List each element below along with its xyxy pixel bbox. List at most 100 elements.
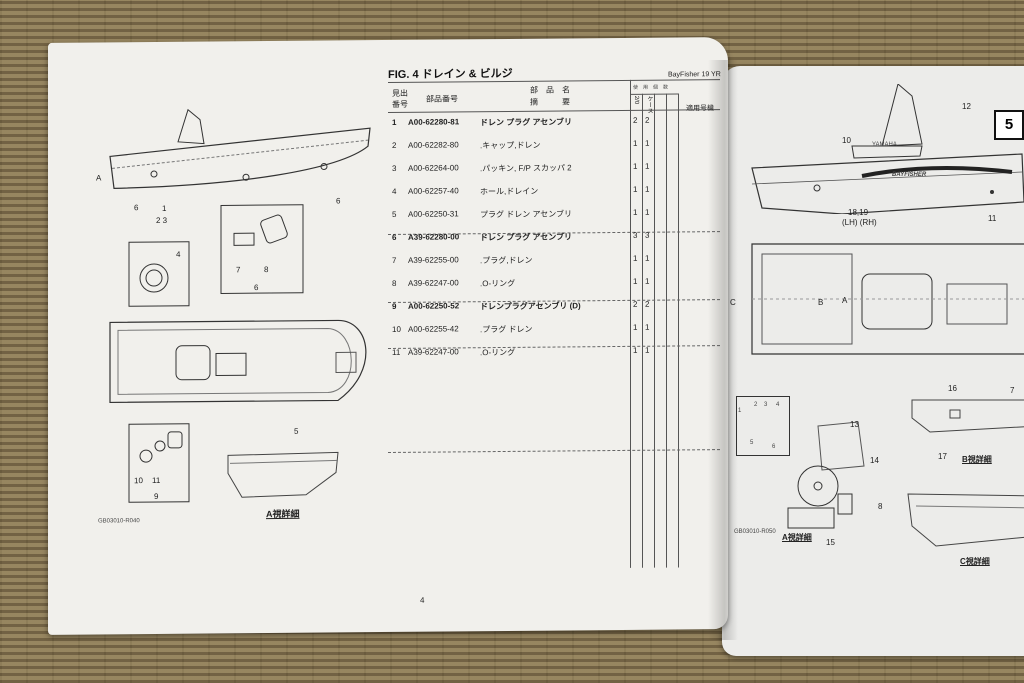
callout-10: 10: [842, 136, 851, 145]
row-part-number: A00-62250-52: [408, 301, 460, 311]
row-part-name: ドレンプラグアセンブリ (D): [480, 301, 581, 312]
row-qty-1: 1: [633, 345, 638, 355]
callout-10-left: 10: [134, 476, 143, 486]
callout-14: 14: [870, 456, 879, 465]
row-ref-number: 7: [392, 255, 397, 265]
view-a-label: A視詳細: [782, 533, 812, 542]
callout-16: 16: [948, 384, 957, 393]
row-ref-number: 9: [392, 301, 397, 311]
row-qty-1: 1: [633, 138, 638, 148]
callout-8: 8: [878, 502, 883, 511]
arrow-a-left: A: [96, 173, 102, 183]
callout-7: 7: [1010, 386, 1015, 395]
left-page: A 6 1 2 3 6 4 7 8 6 5 10 11 9 A視詳細 GB030…: [48, 37, 728, 635]
boat-top-view-drawing: [751, 243, 1024, 355]
arrow-c: C: [730, 298, 736, 307]
row-part-number: A39-62255-00: [408, 255, 459, 265]
col-name-line2: 摘 要: [530, 97, 570, 107]
drain-bilge-drawing: [109, 108, 371, 503]
row-qty-2: 1: [645, 322, 650, 332]
callout-12: 12: [962, 102, 971, 111]
callout-2: 2: [754, 402, 758, 408]
row-qty-2: 1: [645, 276, 650, 286]
row-qty-2: 3: [645, 230, 650, 240]
callout-lh-rh: (LH) (RH): [842, 218, 877, 227]
row-qty-1: 2: [633, 299, 638, 309]
c-view-drawing: [907, 493, 1024, 547]
row-qty-1: 1: [633, 207, 638, 217]
row-qty-1: 3: [633, 230, 638, 240]
right-drawing-code: GB03010-R050: [734, 529, 776, 535]
callout-4-left: 4: [176, 249, 181, 259]
row-qty-1: 2: [633, 115, 638, 125]
callout-13: 13: [850, 420, 859, 429]
row-part-name: .プラグ ドレン: [480, 324, 533, 335]
view-c-label: C視詳細: [960, 557, 990, 566]
view-b-label: B視詳細: [962, 455, 992, 464]
callout-3: 3: [764, 402, 768, 408]
callout-1-left: 1: [162, 203, 167, 213]
row-part-number: A00-62280-81: [408, 117, 460, 127]
callout-6c: 6: [254, 283, 259, 293]
callout-6a: 6: [134, 203, 139, 213]
brand-decal: BAYFISHER: [892, 172, 927, 178]
row-qty-2: 2: [645, 299, 650, 309]
col-qty-2: ケース: [646, 95, 652, 114]
col-divider-2: [642, 93, 643, 568]
row-part-name: ホール,ドレイン: [480, 186, 539, 197]
col-divider-5: [678, 93, 679, 568]
callout-2-3-left: 2 3: [156, 215, 168, 226]
fig-title: FIG. 4 ドレイン & ビルジ: [388, 67, 513, 81]
row-qty-2: 1: [645, 253, 650, 263]
page-badge: 5: [994, 110, 1024, 140]
callout-15: 15: [826, 538, 835, 547]
arrow-b: B: [818, 298, 824, 307]
row-part-name: .O-リング: [480, 347, 516, 358]
row-qty-2: 1: [645, 345, 650, 355]
callout-11: 11: [988, 214, 997, 223]
row-ref-number: 4: [392, 186, 397, 196]
col-ref-line1: 見出: [392, 88, 408, 98]
row-part-number: A00-62264-00: [408, 163, 459, 173]
left-drawing-code: GB03010-R040: [98, 518, 140, 525]
boat-side-view-drawing: [751, 84, 1024, 214]
arrow-a: A: [842, 296, 848, 305]
row-qty-1: 1: [633, 161, 638, 171]
row-ref-number: 10: [392, 324, 401, 334]
row-ref-number: 6: [392, 232, 397, 242]
row-part-number: A39-62280-00: [408, 232, 460, 242]
row-qty-1: 1: [633, 322, 638, 332]
row-qty-2: 1: [645, 138, 650, 148]
switch-panel-detail-frame: [736, 396, 790, 456]
row-qty-1: 1: [633, 253, 638, 263]
callout-11-left: 11: [152, 475, 161, 486]
row-qty-1: 1: [633, 184, 638, 194]
row-part-number: A00-62250-31: [408, 209, 459, 219]
row-ref-number: 8: [392, 278, 397, 288]
book-spine-shadow: [708, 60, 738, 640]
row-qty-2: 2: [645, 115, 650, 125]
callout-17: 17: [938, 452, 947, 461]
row-ref-number: 3: [392, 163, 397, 173]
view-a-label-left: A視詳細: [266, 508, 300, 520]
right-page: 12 5 YAMAHA BAYFISHER 10 18,19 (LH) (RH)…: [722, 66, 1024, 656]
table-header-rule: [388, 109, 720, 113]
row-part-name: .キャップ,ドレン: [480, 140, 541, 151]
row-part-name: .プラグ,ドレン: [480, 255, 533, 266]
callout-1: 1: [738, 408, 742, 414]
row-part-name: プラグ ドレン アセンブリ: [480, 209, 573, 220]
parts-table-rows: [48, 37, 728, 43]
row-qty-1: 1: [633, 276, 638, 286]
group-divider-4: [388, 449, 720, 453]
col-part-no: 部品番号: [426, 94, 458, 104]
row-part-name: .O-リング: [480, 278, 516, 289]
row-ref-number: 2: [392, 140, 397, 150]
col-name-line1: 部 品 名: [530, 85, 570, 95]
col-ref-line2: 番号: [392, 99, 408, 109]
row-ref-number: 5: [392, 209, 397, 219]
col-divider-3: [654, 93, 655, 568]
callout-7-left: 7: [236, 265, 241, 275]
row-ref-number: 1: [392, 117, 397, 127]
console-detail-drawing: [787, 421, 865, 529]
callout-18-19: 18,19: [848, 208, 869, 217]
